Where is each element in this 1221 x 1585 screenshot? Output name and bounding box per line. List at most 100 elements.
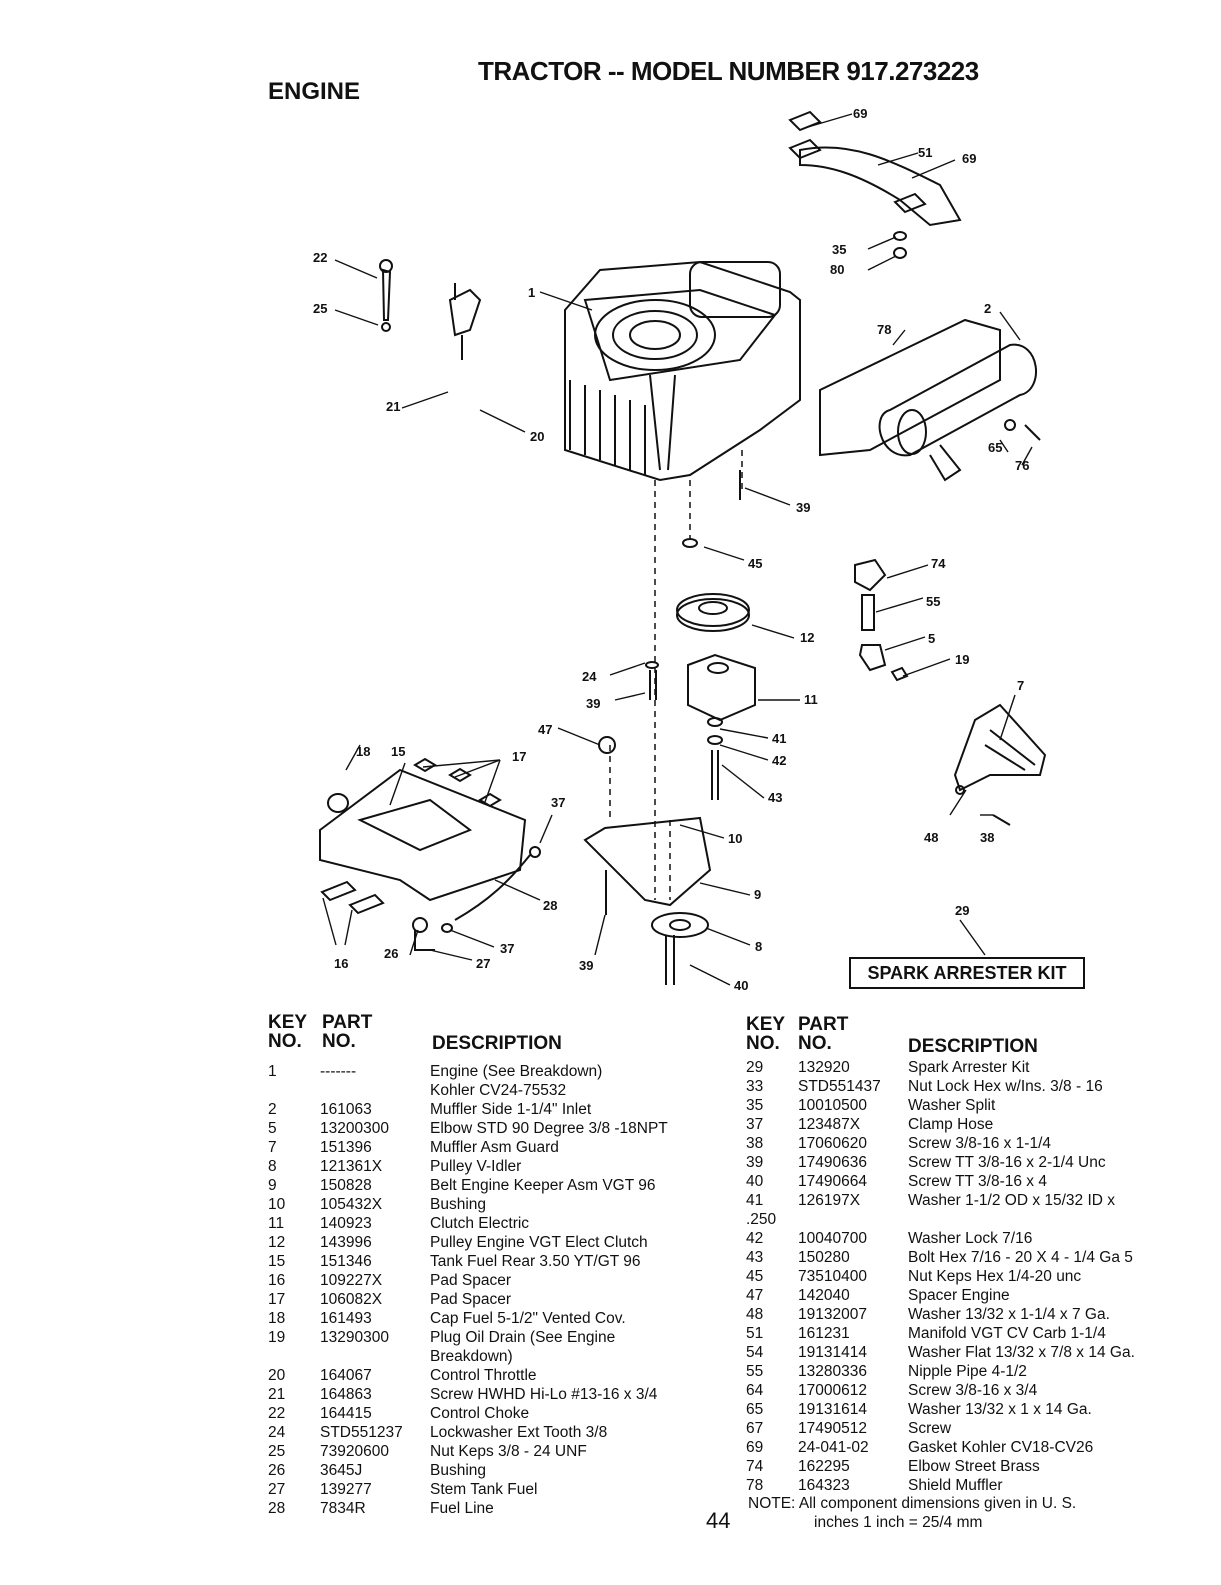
callout: 1 (528, 285, 535, 300)
key-number: 9 (268, 1177, 277, 1194)
key-number: 54 (746, 1344, 764, 1361)
callout: 76 (1015, 458, 1029, 473)
part-number: 161063 (320, 1101, 372, 1118)
key-number: 22 (268, 1405, 286, 1422)
key-number: 28 (268, 1500, 286, 1517)
part-description: Washer 13/32 x 1-1/4 x 7 Ga. (908, 1306, 1110, 1323)
key-number: 16 (268, 1272, 286, 1289)
callout: 42 (772, 753, 786, 768)
key-number: 38 (746, 1135, 764, 1152)
left-description-header: DESCRIPTION (432, 1033, 562, 1054)
key-number: 37 (746, 1116, 764, 1133)
part-number: 109227X (320, 1272, 383, 1289)
callout: 78 (877, 322, 891, 337)
table-row: 28 7834R Fuel Line (268, 1499, 708, 1518)
key-number: 27 (268, 1481, 286, 1498)
part-number: 7834R (320, 1500, 366, 1517)
part-description: Nut Keps Hex 1/4-20 unc (908, 1268, 1082, 1285)
callout: 25 (313, 301, 327, 316)
part-description: Screw 3/8-16 x 3/4 (908, 1382, 1038, 1399)
part-description: Belt Engine Keeper Asm VGT 96 (430, 1177, 656, 1194)
part-number: 10010500 (798, 1097, 867, 1114)
part-number: 19132007 (798, 1306, 867, 1323)
callout: 65 (988, 440, 1002, 455)
part-description: Washer Lock 7/16 (908, 1230, 1033, 1247)
exploded-parts-diagram: 69 51 69 35 80 1 22 25 21 20 2 78 65 76 … (313, 106, 1047, 993)
key-number: 24 (268, 1424, 286, 1441)
part-description: Screw 3/8-16 x 1-1/4 (908, 1135, 1052, 1152)
part-number: 151396 (320, 1139, 372, 1156)
callout: 51 (918, 145, 932, 160)
part-description: Screw HWHD Hi-Lo #13-16 x 3/4 (430, 1386, 658, 1403)
key-number: 41 (746, 1192, 764, 1209)
right-no-header: NO. (746, 1033, 780, 1054)
callout: 74 (931, 556, 946, 571)
part-number: 132920 (798, 1059, 850, 1076)
callout: 28 (543, 898, 557, 913)
callout: 39 (796, 500, 810, 515)
part-number: 164323 (798, 1477, 850, 1494)
callout: 69 (962, 151, 976, 166)
left-part-header: PART (322, 1012, 373, 1033)
callout: 9 (754, 887, 761, 902)
callout: 39 (586, 696, 600, 711)
callout: 15 (391, 744, 405, 759)
callout: 37 (500, 941, 514, 956)
callout: 27 (476, 956, 490, 971)
part-description: Plug Oil Drain (See Engine (430, 1329, 616, 1346)
callout: 47 (538, 722, 552, 737)
part-description: Engine (See Breakdown) (430, 1063, 603, 1080)
note-line-2: inches 1 inch = 25/4 mm (814, 1514, 983, 1531)
callout: 69 (853, 106, 867, 121)
callout: 26 (384, 946, 398, 961)
part-description: Gasket Kohler CV18-CV26 (908, 1439, 1094, 1456)
key-number: 55 (746, 1363, 764, 1380)
part-number: 10040700 (798, 1230, 867, 1247)
part-description: Nut Lock Hex w/Ins. 3/8 - 16 (908, 1078, 1103, 1095)
table-row: 16 109227X Pad Spacer (268, 1271, 708, 1290)
part-number: 161493 (320, 1310, 372, 1327)
part-description: Bushing (430, 1462, 487, 1479)
callout: 45 (748, 556, 762, 571)
part-description: Pad Spacer (430, 1272, 511, 1289)
part-description: Screw TT 3/8-16 x 2-1/4 Unc (908, 1154, 1106, 1171)
part-number: 3645J (320, 1462, 363, 1479)
callout: 29 (955, 903, 969, 918)
dimension-note: NOTE: All component dimensions given in … (748, 1494, 1076, 1532)
callout: 21 (386, 399, 400, 414)
key-number: 67 (746, 1420, 764, 1437)
callout: 2 (984, 301, 991, 316)
callout: 18 (356, 744, 370, 759)
part-number: 13290300 (320, 1329, 389, 1346)
callout: 5 (928, 631, 935, 646)
part-description: Screw TT 3/8-16 x 4 (908, 1173, 1047, 1190)
part-description: Clamp Hose (908, 1116, 994, 1133)
callout: 16 (334, 956, 348, 971)
key-number: 64 (746, 1382, 764, 1399)
part-number: 17490664 (798, 1173, 867, 1190)
part-description: Fuel Line (430, 1500, 494, 1517)
key-number: 15 (268, 1253, 286, 1270)
table-row: 1-------Engine (See Breakdown)Kohler CV2… (268, 1062, 708, 1100)
part-description: Shield Muffler (908, 1477, 1003, 1494)
key-number: 17 (268, 1291, 286, 1308)
callout: 55 (926, 594, 940, 609)
key-number: 26 (268, 1462, 286, 1479)
part-number: 139277 (320, 1481, 372, 1498)
part-number: 164067 (320, 1367, 372, 1384)
